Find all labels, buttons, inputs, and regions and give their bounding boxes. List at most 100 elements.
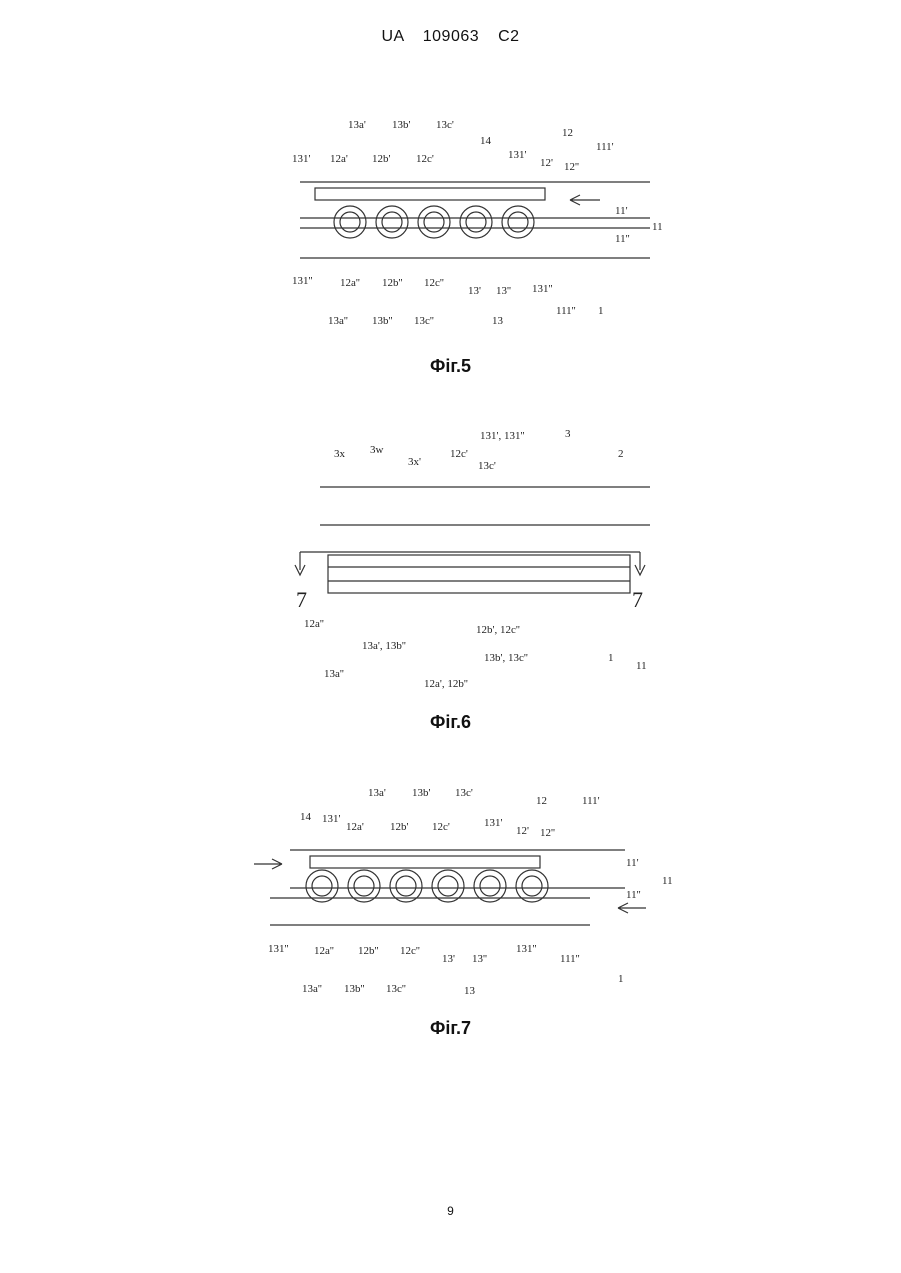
- fig6-label-16: 13a'': [324, 668, 344, 680]
- fig7-label-2: 13c': [455, 787, 473, 799]
- fig7-label-28: 1: [618, 973, 624, 985]
- fig7-label-9: 12c': [432, 821, 450, 833]
- fig5-label-21: 13'': [496, 285, 511, 297]
- roller-circle: [516, 870, 548, 902]
- fig6-label-13: 13b', 13c'': [484, 652, 528, 664]
- fig7-label-6: 131': [322, 813, 341, 825]
- fig5-label-25: 13c'': [414, 315, 434, 327]
- fig5-label-15: 11: [652, 221, 663, 233]
- fig7-label-12: 12'': [540, 827, 555, 839]
- fig7-label-11: 12': [516, 825, 529, 837]
- fig7-label-19: 12c'': [400, 945, 420, 957]
- roller-circle: [340, 212, 360, 232]
- roller-circle: [418, 206, 450, 238]
- fig6-label-6: 2: [618, 448, 624, 460]
- fig5-label-22: 131'': [532, 283, 552, 295]
- fig7-label-25: 13b'': [344, 983, 364, 995]
- fig7-label-13: 11': [626, 857, 639, 869]
- figure-5-caption: Фіг.5: [0, 356, 901, 377]
- fig6-label-17: 12a', 12b'': [424, 678, 468, 690]
- fig7-label-4: 111': [582, 795, 600, 807]
- fig7-label-7: 12a': [346, 821, 364, 833]
- fig6-label-2: 3x': [408, 456, 421, 468]
- fig5-label-20: 13': [468, 285, 481, 297]
- fig6-label-14: 1: [608, 652, 614, 664]
- fig6-label-9: 7: [632, 587, 643, 612]
- figure-5: 13a' 13b' 13c' 14 12 131' 12a' 12b' 12c'…: [270, 110, 670, 350]
- figure-7-drawing: 13a' 13b' 13c' 12 111' 14 131' 12a' 12b'…: [250, 780, 680, 1010]
- fig7-label-24: 13a'': [302, 983, 322, 995]
- fig5-label-5: 131': [292, 153, 311, 165]
- fig6-label-7: 13c': [478, 460, 496, 472]
- fig5-label-27: 111'': [556, 305, 576, 317]
- fig5-label-7: 12b': [372, 153, 391, 165]
- figure-6-drawing: 3x 3w 3x' 12c' 131', 131'' 3 2 13c' 7 7 …: [290, 425, 670, 690]
- roller-circle: [432, 870, 464, 902]
- roller-circle: [376, 206, 408, 238]
- fig5-label-11: 12'': [564, 161, 579, 173]
- fig5-label-10: 12': [540, 157, 553, 169]
- fig5-label-17: 12a'': [340, 277, 360, 289]
- fig5-label-6: 12a': [330, 153, 348, 165]
- figure-7: 13a' 13b' 13c' 12 111' 14 131' 12a' 12b'…: [250, 780, 680, 1010]
- fig5-label-19: 12c'': [424, 277, 444, 289]
- fig5-label-26: 13: [492, 315, 504, 327]
- roller-circle: [424, 212, 444, 232]
- fig7-label-22: 131'': [516, 943, 536, 955]
- roller-circle: [522, 876, 542, 896]
- fig5-label-13: 11': [615, 205, 628, 217]
- document-header: UA 109063 C2: [0, 28, 901, 46]
- fig6-label-8: 7: [296, 587, 307, 612]
- fig7-label-10: 131': [484, 817, 503, 829]
- figure-6-caption: Фіг.6: [0, 712, 901, 733]
- fig5-label-18: 12b'': [382, 277, 402, 289]
- fig7-label-26: 13c'': [386, 983, 406, 995]
- fig7-label-16: 131'': [268, 943, 288, 955]
- roller-circle: [306, 870, 338, 902]
- fig7-label-20: 13': [442, 953, 455, 965]
- fig6-label-4: 131', 131'': [480, 430, 524, 442]
- roller-circle: [348, 870, 380, 902]
- roller-circle: [390, 870, 422, 902]
- roller-circle: [502, 206, 534, 238]
- fig7-label-5: 14: [300, 811, 312, 823]
- roller-circle: [438, 876, 458, 896]
- fig5-label-14: 11'': [615, 233, 630, 245]
- fig7-label-17: 12a'': [314, 945, 334, 957]
- fig6-label-15: 11: [636, 660, 647, 672]
- figure-5-drawing: 13a' 13b' 13c' 14 12 131' 12a' 12b' 12c'…: [270, 110, 670, 350]
- fig6-label-11: 13a', 13b'': [362, 640, 406, 652]
- roller-circle: [312, 876, 332, 896]
- fig5-label-28: 1: [598, 305, 604, 317]
- fig7-label-1: 13b': [412, 787, 431, 799]
- fig7-label-27: 13: [464, 985, 476, 997]
- fig6-label-0: 3x: [334, 448, 346, 460]
- fig6-label-10: 12a'': [304, 618, 324, 630]
- fig7-label-21: 13'': [472, 953, 487, 965]
- fig7-label-14: 11: [662, 875, 673, 887]
- roller-circle: [466, 212, 486, 232]
- fig7-label-15: 11'': [626, 889, 641, 901]
- figure-7-caption: Фіг.7: [0, 1018, 901, 1039]
- fig6-label-3: 12c': [450, 448, 468, 460]
- roller-circle: [508, 212, 528, 232]
- fig6-label-1: 3w: [370, 444, 384, 456]
- roller-circle: [480, 876, 500, 896]
- fig5-label-1: 13b': [392, 119, 411, 131]
- fig5-label-8: 12c': [416, 153, 434, 165]
- fig5-label-9: 131': [508, 149, 527, 161]
- roller-circle: [334, 206, 366, 238]
- fig5-label-12: 111': [596, 141, 614, 153]
- fig6-label-12: 12b', 12c'': [476, 624, 520, 636]
- fig7-label-18: 12b'': [358, 945, 378, 957]
- roller-circle: [382, 212, 402, 232]
- roller-circle: [354, 876, 374, 896]
- fig5-label-24: 13b'': [372, 315, 392, 327]
- fig5-label-23: 13a'': [328, 315, 348, 327]
- fig5-label-4: 12: [562, 127, 573, 139]
- fig7-label-0: 13a': [368, 787, 386, 799]
- fig7-label-23: 111'': [560, 953, 580, 965]
- roller-circle: [396, 876, 416, 896]
- roller-circle: [460, 206, 492, 238]
- figure-6: 3x 3w 3x' 12c' 131', 131'' 3 2 13c' 7 7 …: [290, 425, 670, 690]
